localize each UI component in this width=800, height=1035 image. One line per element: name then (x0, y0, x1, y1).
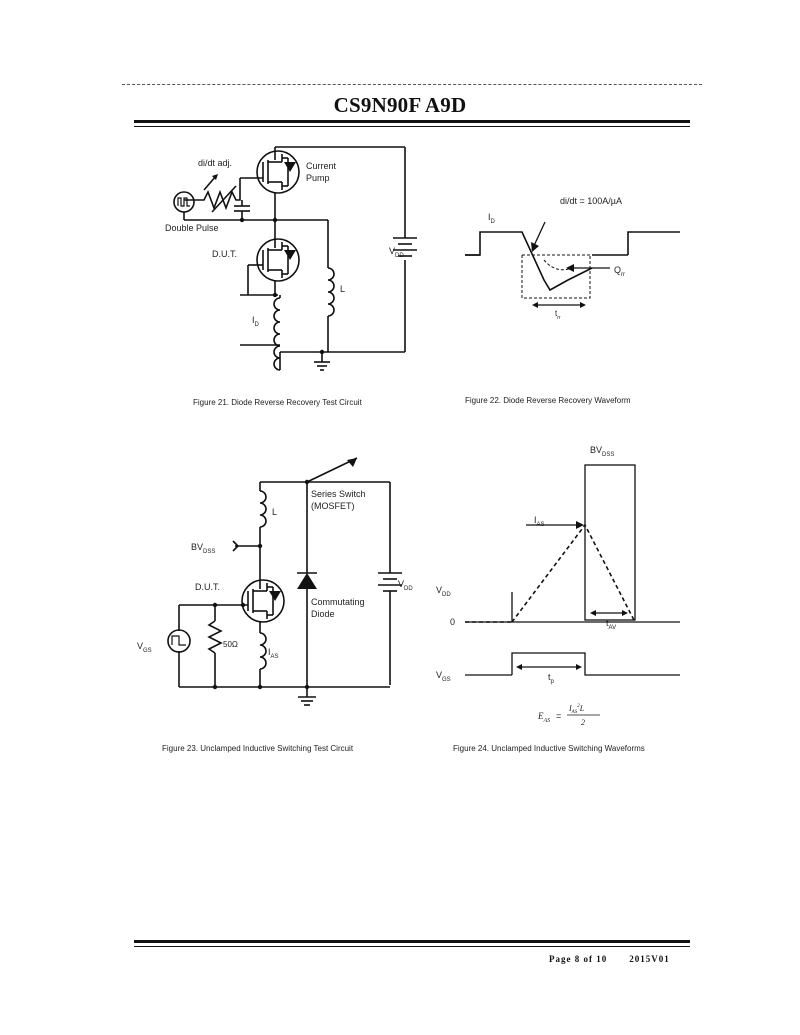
dut-label: D.U.T. (212, 249, 237, 259)
inductor-l-label: L (340, 284, 345, 294)
tav-label: tAV (606, 618, 616, 631)
ias-label: IAS (534, 515, 545, 528)
resistor-50-label: 50Ω (223, 640, 238, 649)
vdd-label: VDD (436, 585, 451, 598)
page-number: Page 8 of 10 (549, 954, 608, 964)
svg-text:=: = (556, 711, 561, 721)
diode-label: Diode (311, 609, 335, 619)
current-label: Current (306, 161, 337, 171)
svg-text:IAS2L: IAS2L (568, 704, 585, 715)
figure-21-caption: Figure 21. Diode Reverse Recovery Test C… (193, 398, 362, 407)
eas-equation: EAS = IAS2L 2 (537, 704, 600, 727)
mosfet-label: (MOSFET) (311, 501, 355, 511)
vdd-label: VDD (398, 579, 413, 592)
commutating-label: Commutating (311, 597, 365, 607)
inductor-l-label: L (272, 507, 277, 517)
vgs-label: VGS (137, 641, 152, 654)
ias-label: IAS (268, 647, 279, 660)
figure-21-circuit: di/dt adj. Current Pump Double Pulse D.U… (165, 146, 417, 371)
footer-rule-thick (134, 940, 690, 943)
document-title: CS9N90F A9D (333, 93, 467, 117)
svg-text:EAS: EAS (537, 711, 550, 724)
didt-adj-label: di/dt adj. (198, 158, 232, 168)
zero-label: 0 (450, 617, 455, 627)
pump-label: Pump (306, 173, 330, 183)
figure-24-waveform: BVDSS IAS VDD 0 tAV VGS tp EAS = IAS2L 2 (436, 445, 680, 727)
qrr-label: Qrr (614, 265, 625, 278)
series-switch-label: Series Switch (311, 489, 366, 499)
header-rule-thin (134, 126, 690, 127)
bvdss-label: BVDSS (191, 542, 215, 555)
didt-label: di/dt = 100A/µA (560, 196, 622, 206)
figure-24-caption: Figure 24. Unclamped Inductive Switching… (453, 744, 645, 753)
figure-23-caption: Figure 23. Unclamped Inductive Switching… (162, 744, 354, 753)
footer-rule-thin (134, 946, 690, 947)
version: 2015V01 (629, 954, 670, 964)
svg-text:2: 2 (581, 718, 585, 727)
vdd-label: VDD (389, 246, 404, 259)
figure-22-waveform: di/dt = 100A/µA ID Qrr trr (465, 196, 680, 321)
tp-label: tp (548, 672, 555, 685)
id-label: ID (488, 212, 496, 225)
bvdss-label: BVDSS (590, 445, 614, 458)
trr-label: trr (555, 309, 561, 321)
header-rule-thick (134, 120, 690, 123)
figure-22-caption: Figure 22. Diode Reverse Recovery Wavefo… (465, 396, 631, 405)
double-pulse-label: Double Pulse (165, 223, 219, 233)
id-label: ID (252, 315, 260, 328)
footer: Page 8 of 10 2015V01 (549, 954, 670, 964)
vgs-label: VGS (436, 670, 451, 683)
header-dashed-line (122, 84, 702, 85)
figure-23-circuit: Series Switch (MOSFET) L BVDSS D.U.T. VD… (137, 457, 413, 706)
dut-label: D.U.T. (195, 582, 220, 592)
